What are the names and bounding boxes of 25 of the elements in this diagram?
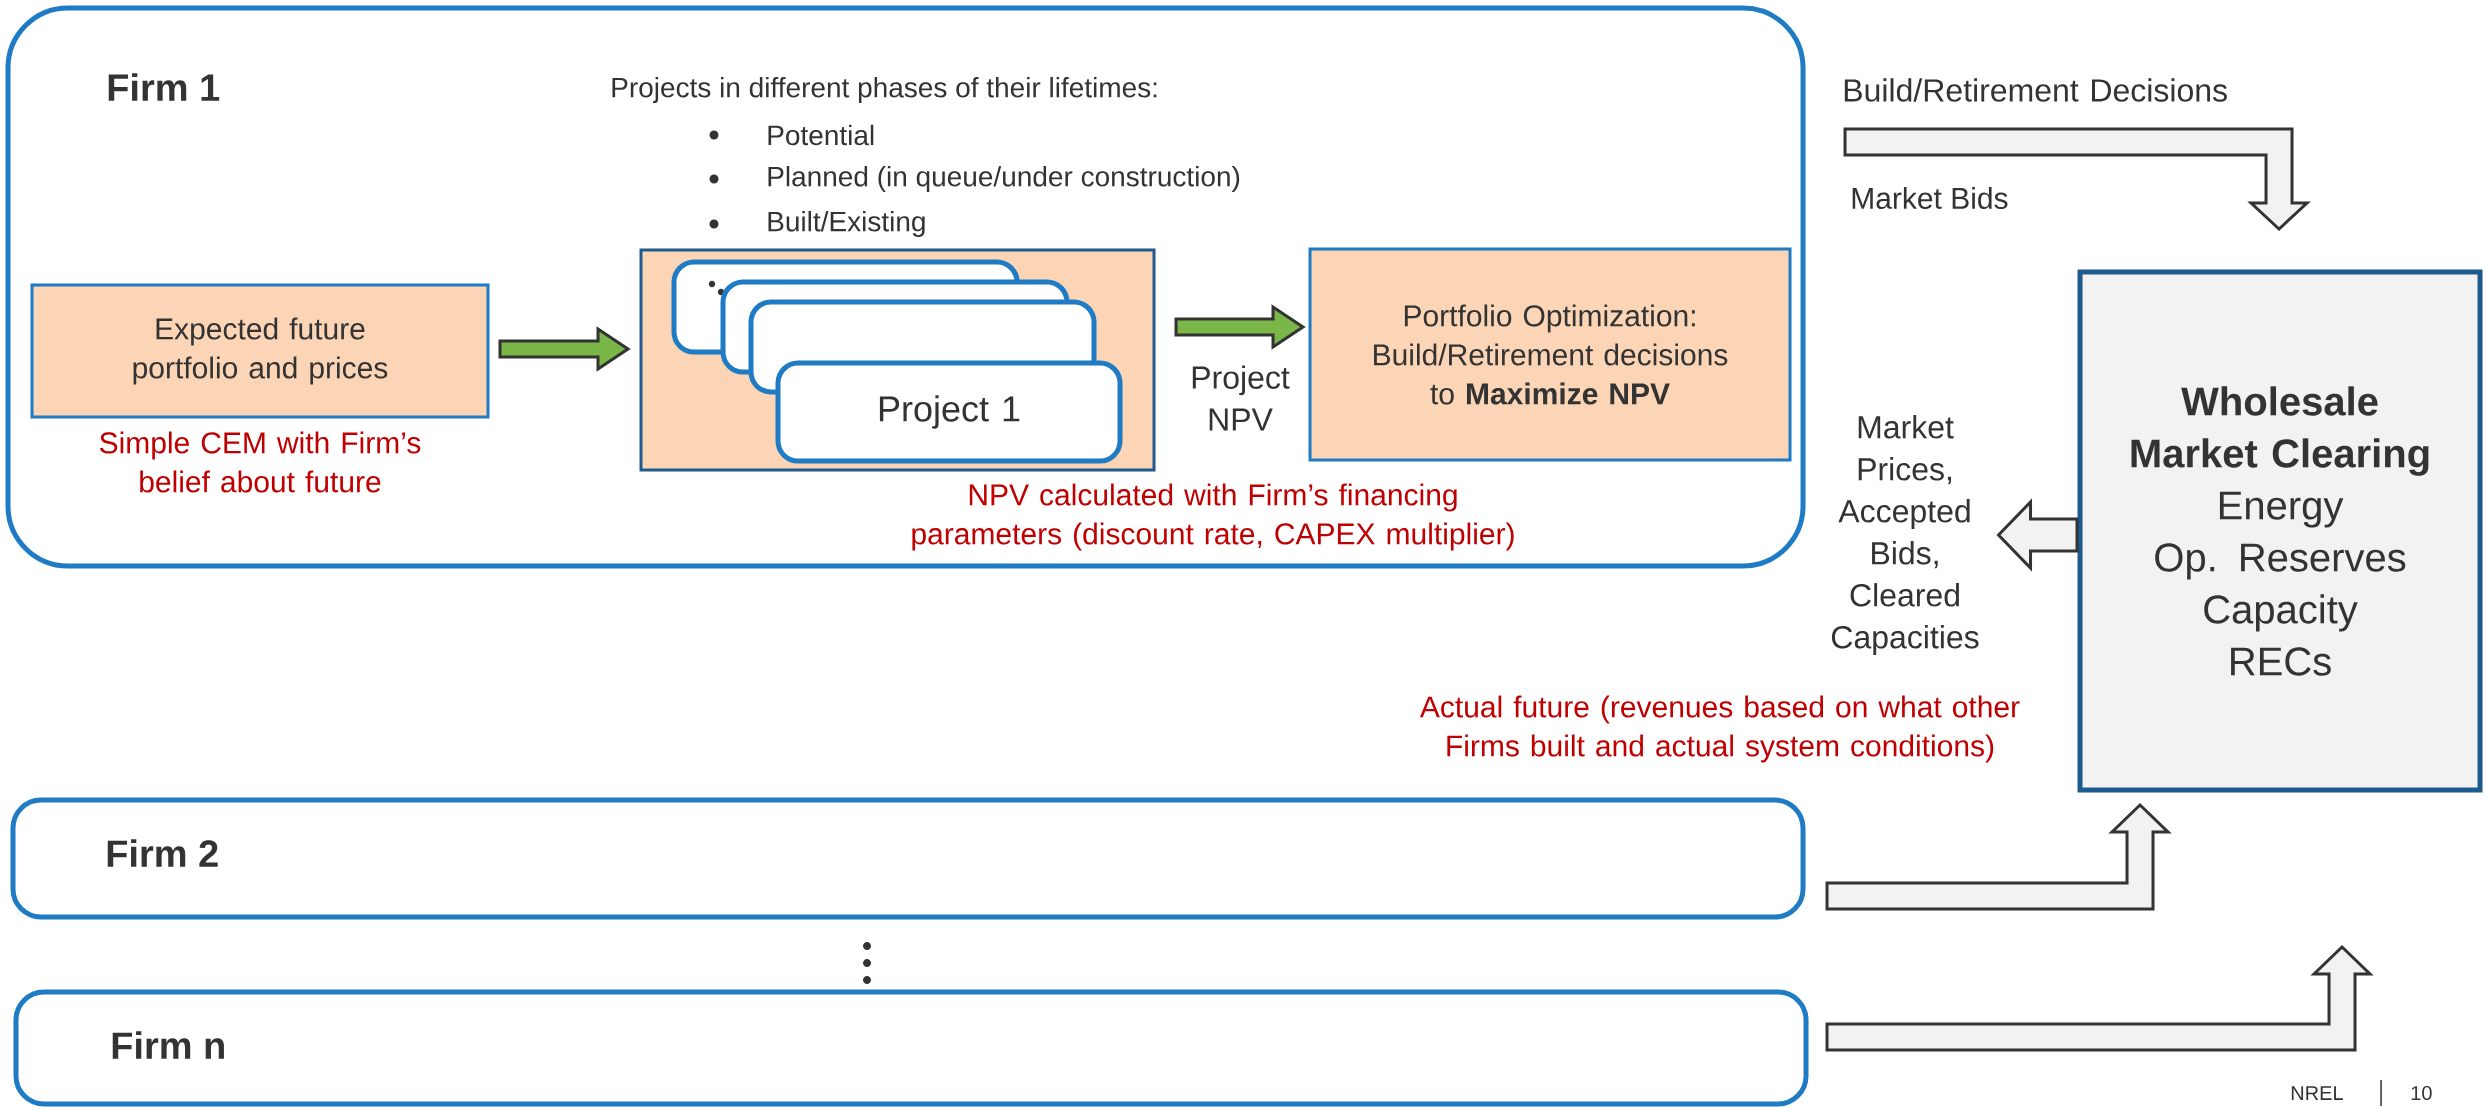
block-arrow — [1825, 802, 2172, 911]
block-arrow — [1174, 304, 1306, 350]
text-label: Projects in different phases of their lifetimes: — [612, 76, 1157, 104]
block-arrow — [1825, 944, 2374, 1052]
firm-box: Firm n — [13, 989, 1809, 1107]
text-label: Market Bids — [1852, 187, 2008, 209]
edge-label: Build/Retirement Decisions — [1844, 78, 2227, 102]
text-label: NREL — [2291, 1086, 2343, 1100]
project-card: Project 1 — [775, 360, 1123, 464]
flow-text: Market Prices, Accepted Bids, Cleared Capacities — [1831, 415, 1979, 655]
edge-label: Project NPV — [1192, 365, 1290, 431]
text-label: Potential — [768, 124, 874, 146]
process-box: Expected future portfolio and prices — [30, 283, 490, 419]
note-text: NPV calculated with Firm’s financing parameters (discount rate, CAPEX multiplier) — [912, 483, 1514, 551]
block-arrow — [1843, 127, 2311, 232]
text-label: 10 — [2411, 1085, 2432, 1101]
block-arrow — [498, 326, 631, 372]
text-label: Actual future (revenues based on what other Firms built and actual system conditions) — [1419, 695, 2020, 763]
block-arrow — [1996, 498, 2079, 572]
firm-box: Firm 2 — [10, 797, 1806, 920]
market-clearing-box: Wholesale Market Clearing Energy Op. Reserves Capacity RECs — [2077, 269, 2483, 793]
text-label: Built/Existing — [768, 210, 925, 238]
process-box: Portfolio Optimization: Build/Retirement decisions to Maximize NPV — [1308, 247, 1792, 462]
note-text: Simple CEM with Firm’s belief about future — [99, 431, 421, 493]
text-label: Planned (in queue/under construction) — [768, 165, 1240, 193]
